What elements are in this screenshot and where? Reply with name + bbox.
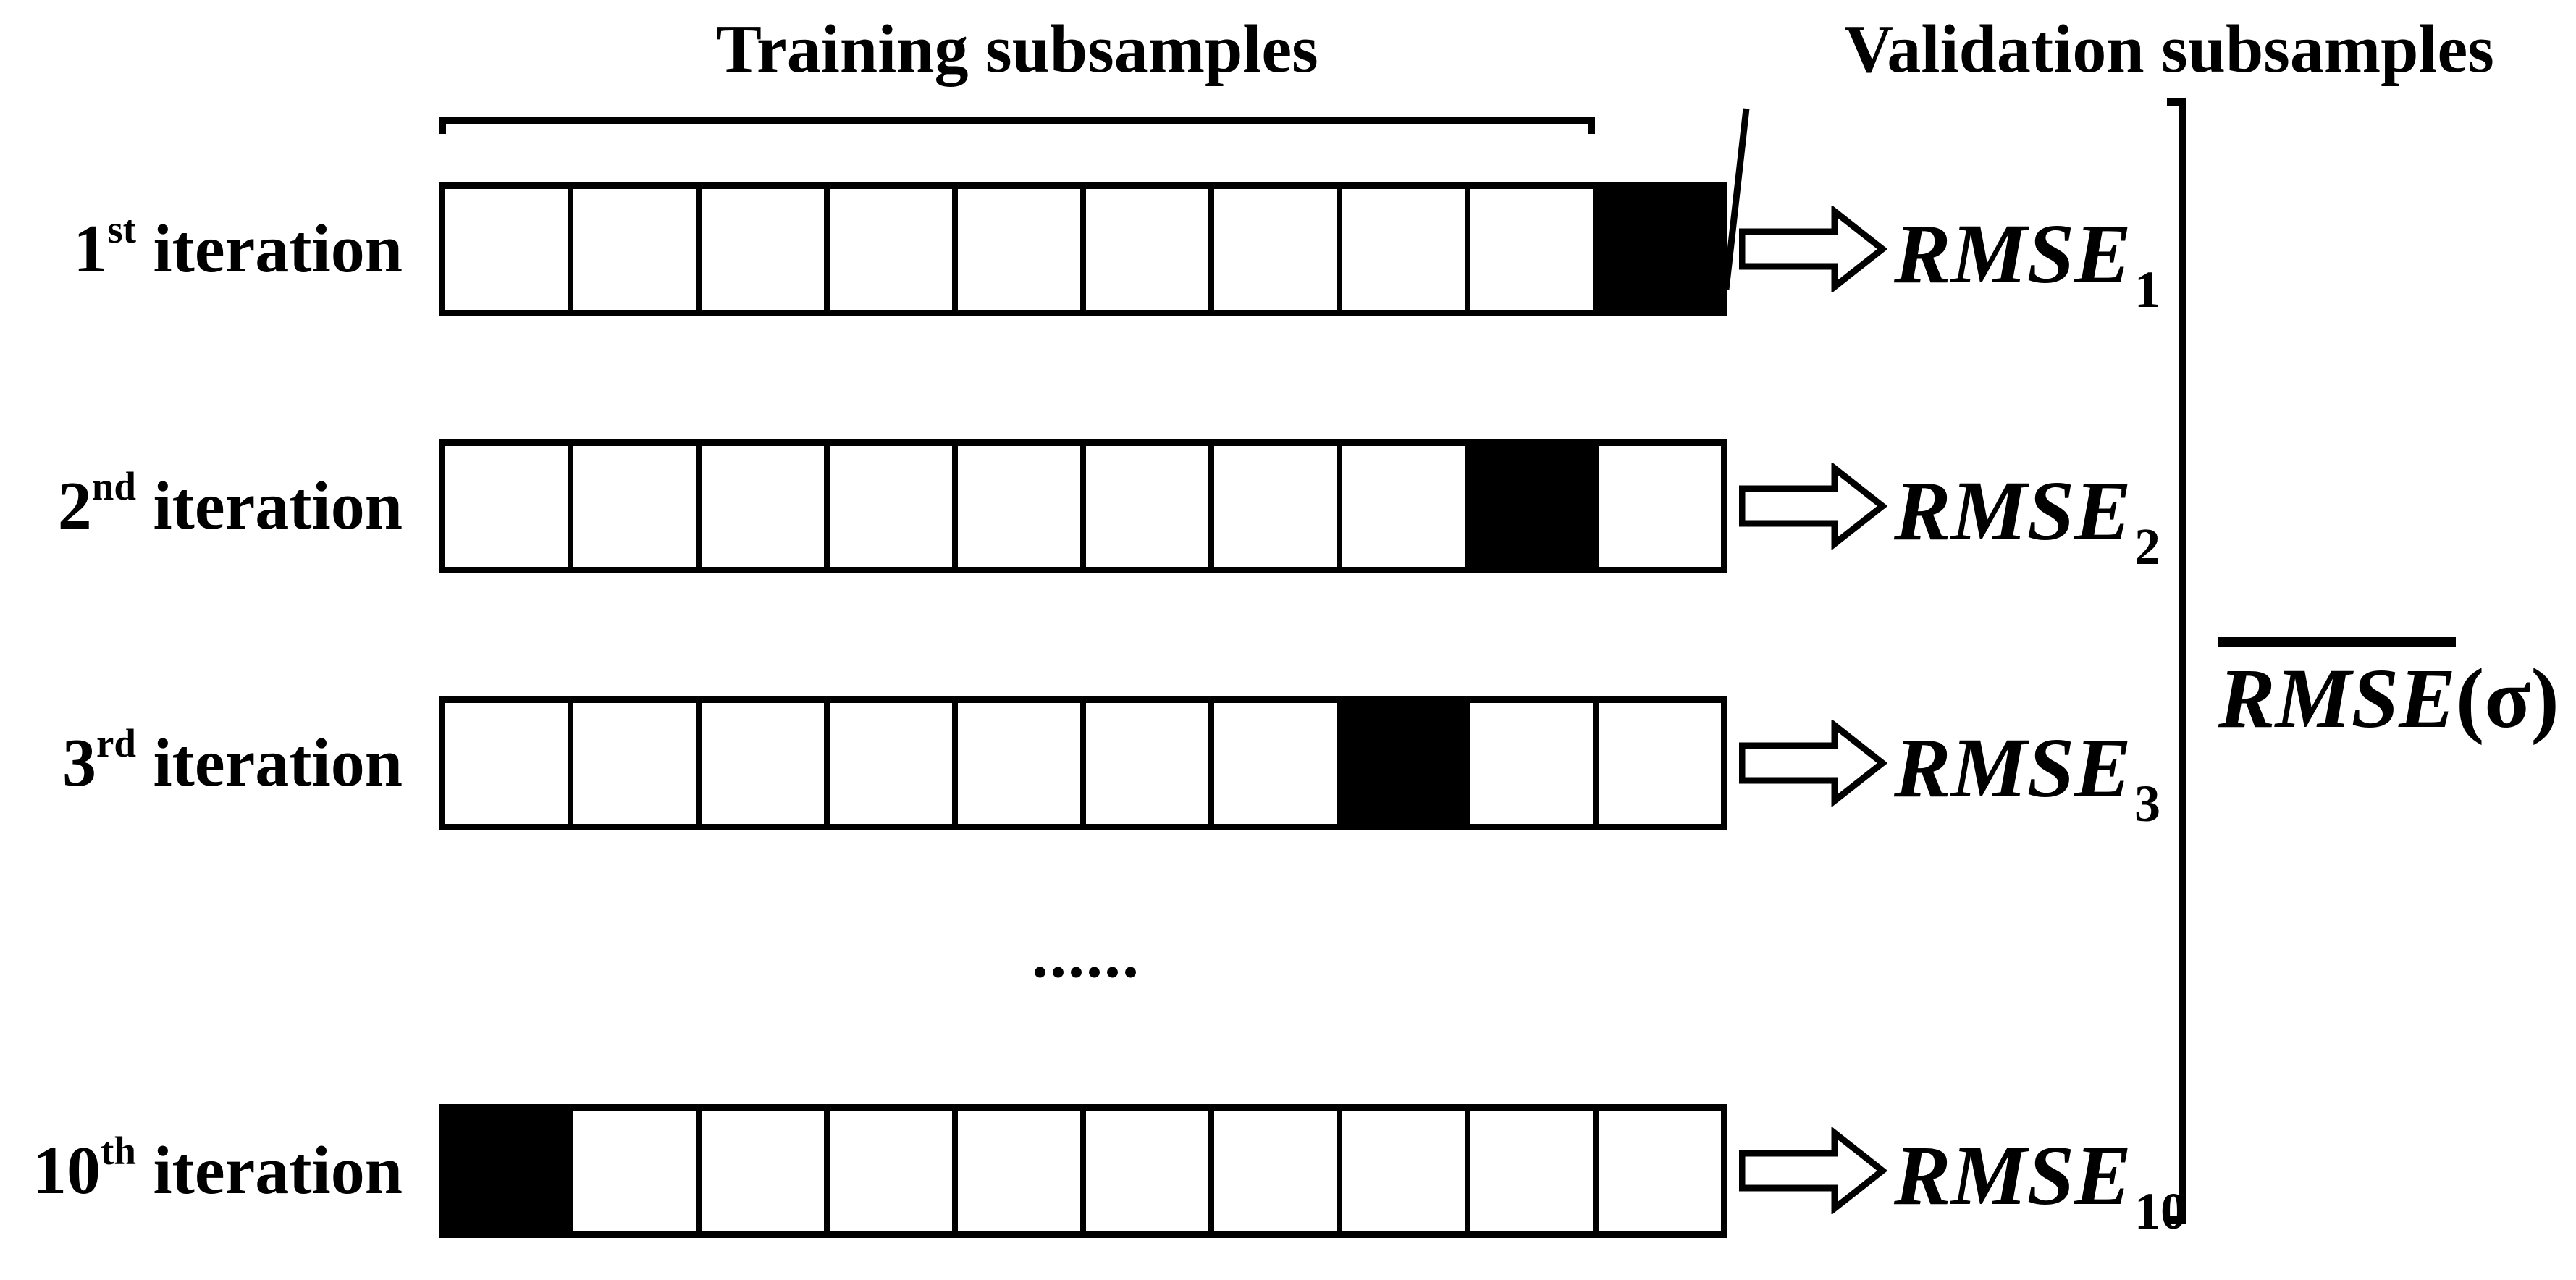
subsample-strip-row-10 xyxy=(439,1104,1727,1238)
validation-cell xyxy=(445,1111,573,1231)
training-cell xyxy=(1470,1111,1599,1231)
rmse-base: RMSE xyxy=(1894,720,2131,815)
iteration-word: iteration xyxy=(135,468,403,544)
training-cell xyxy=(958,189,1086,310)
rmse-subscript: 1 xyxy=(2134,261,2160,319)
iteration-label-1: 1st iteration xyxy=(0,204,403,294)
training-cell xyxy=(958,703,1086,824)
mean-rmse-label: RMSE(σ) xyxy=(2218,637,2559,748)
ellipsis-dots: ...... xyxy=(1032,917,1140,991)
validation-callout-line xyxy=(1722,108,1750,290)
training-cell xyxy=(1214,703,1342,824)
training-cell xyxy=(573,189,702,310)
ordinal-suffix: nd xyxy=(91,464,136,508)
training-cell xyxy=(445,446,573,567)
validation-cell xyxy=(1470,446,1599,567)
arrow-icon xyxy=(1739,720,1887,807)
training-cell xyxy=(1599,703,1721,824)
validation-cell xyxy=(1599,189,1721,310)
iteration-number: 1 xyxy=(73,211,108,287)
rmse-base: RMSE xyxy=(1894,1128,2131,1223)
training-cell xyxy=(1214,446,1342,567)
training-cell xyxy=(445,189,573,310)
arrow-icon xyxy=(1739,206,1887,292)
mean-rmse-overline-text: RMSE xyxy=(2218,637,2456,748)
rmse-label-2: RMSE2 xyxy=(1894,463,2160,576)
training-cell xyxy=(573,703,702,824)
training-cell xyxy=(830,1111,958,1231)
training-cell xyxy=(445,703,573,824)
arrow-icon xyxy=(1739,1127,1887,1214)
training-cell xyxy=(830,703,958,824)
rmse-base: RMSE xyxy=(1894,463,2131,558)
training-cell xyxy=(958,1111,1086,1231)
training-cell xyxy=(573,1111,702,1231)
training-cell xyxy=(702,703,830,824)
training-cell xyxy=(1086,1111,1214,1231)
ordinal-suffix: th xyxy=(101,1129,136,1173)
training-cell xyxy=(1086,446,1214,567)
validation-cell xyxy=(1342,703,1470,824)
rmse-base: RMSE xyxy=(1894,206,2131,301)
training-cell xyxy=(573,446,702,567)
rmse-subscript: 2 xyxy=(2134,518,2160,576)
training-cell xyxy=(830,446,958,567)
ordinal-suffix: st xyxy=(107,207,136,251)
training-cell xyxy=(702,189,830,310)
rmse-subscript: 3 xyxy=(2134,775,2160,833)
subsample-strip-row-3 xyxy=(439,696,1727,830)
training-cell xyxy=(958,446,1086,567)
subsample-strip-row-1 xyxy=(439,182,1727,316)
iteration-label-3: 3rd iteration xyxy=(0,718,403,808)
training-cell xyxy=(1086,189,1214,310)
training-cell xyxy=(1470,703,1599,824)
iteration-number: 3 xyxy=(62,725,96,801)
training-cell xyxy=(1214,1111,1342,1231)
training-cell xyxy=(1342,189,1470,310)
rmse-label-1: RMSE1 xyxy=(1894,206,2160,319)
training-cell xyxy=(1599,446,1721,567)
training-cell xyxy=(1214,189,1342,310)
training-cell xyxy=(830,189,958,310)
training-cell xyxy=(702,446,830,567)
iteration-word: iteration xyxy=(135,1133,403,1208)
subsample-strip-row-2 xyxy=(439,439,1727,573)
training-subsamples-title: Training subsamples xyxy=(716,12,1318,87)
ordinal-suffix: rd xyxy=(96,721,136,765)
mean-rmse-sigma: (σ) xyxy=(2455,651,2559,746)
rmse-label-10: RMSE10 xyxy=(1894,1128,2186,1241)
rmse-subscript: 10 xyxy=(2134,1182,2186,1240)
iteration-label-2: 2nd iteration xyxy=(0,461,403,551)
validation-subsamples-title: Validation subsamples xyxy=(1844,12,2494,87)
training-cell xyxy=(702,1111,830,1231)
iteration-number: 2 xyxy=(57,468,92,544)
training-cell xyxy=(1599,1111,1721,1231)
training-bracket xyxy=(439,117,1595,134)
iteration-label-10: 10th iteration xyxy=(0,1126,403,1216)
iteration-word: iteration xyxy=(135,725,403,801)
training-cell xyxy=(1342,446,1470,567)
training-cell xyxy=(1086,703,1214,824)
rmse-label-3: RMSE3 xyxy=(1894,720,2160,833)
training-cell xyxy=(1342,1111,1470,1231)
training-cell xyxy=(1470,189,1599,310)
arrow-icon xyxy=(1739,463,1887,550)
aggregate-bracket xyxy=(2167,98,2186,1224)
iteration-number: 10 xyxy=(33,1133,101,1208)
iteration-word: iteration xyxy=(135,211,403,287)
